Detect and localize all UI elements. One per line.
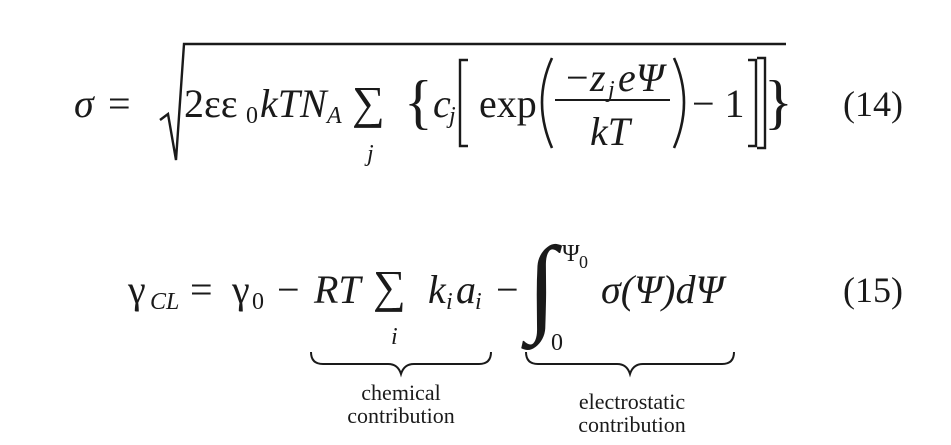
equals-sign: = bbox=[190, 267, 213, 312]
electrostatic-contribution-label: electrostatic contribution bbox=[566, 390, 698, 436]
upper-limit: Ψ bbox=[562, 241, 580, 267]
denominator-kt: kT bbox=[590, 109, 630, 154]
gamma-zero-subscript: 0 bbox=[252, 289, 264, 315]
sigma-symbol: σ bbox=[74, 81, 94, 126]
ktn-term: kTN bbox=[260, 81, 327, 126]
rt-term: RT bbox=[314, 267, 361, 312]
electrostatic-underbrace bbox=[525, 351, 735, 378]
chemical-label-line-1: chemical bbox=[361, 380, 441, 405]
integral-sign: ∫ bbox=[527, 226, 557, 345]
a-term: a bbox=[456, 267, 476, 312]
summation-index: j bbox=[367, 141, 374, 167]
summation-symbol: ∑ bbox=[352, 77, 385, 128]
a-subscript: i bbox=[475, 289, 482, 315]
minus-sign-2: − bbox=[496, 267, 519, 312]
negative-sign: − bbox=[566, 55, 589, 100]
epsilon-subscript: 0 bbox=[246, 103, 258, 129]
chemical-underbrace bbox=[310, 351, 492, 378]
electrostatic-label-line-2: contribution bbox=[578, 412, 686, 438]
equation-number-14: (14) bbox=[843, 84, 903, 124]
left-curly-brace: { bbox=[404, 69, 433, 135]
avogadro-subscript: A bbox=[327, 103, 342, 129]
chemical-label-line-2: contribution bbox=[347, 403, 455, 429]
equation-number-15: (15) bbox=[843, 270, 903, 310]
upper-limit-subscript: 0 bbox=[579, 252, 588, 272]
left-square-bracket bbox=[458, 58, 468, 148]
minus-sign: − bbox=[277, 267, 300, 312]
gamma-symbol: γ bbox=[128, 267, 146, 312]
electrostatic-label-line-1: electrostatic bbox=[578, 389, 686, 414]
right-square-bracket-outer bbox=[757, 56, 767, 150]
equals-sign: = bbox=[108, 81, 131, 126]
square-root-sign bbox=[159, 42, 786, 161]
z-term: z bbox=[590, 55, 606, 100]
right-square-bracket bbox=[748, 58, 758, 148]
minus-one: − 1 bbox=[692, 81, 745, 126]
right-curly-brace: } bbox=[764, 69, 793, 135]
exp-function: exp bbox=[479, 81, 537, 126]
z-subscript: j bbox=[608, 77, 615, 103]
summation-index: i bbox=[391, 324, 398, 350]
left-parenthesis bbox=[540, 57, 554, 149]
coefficient: 2εε bbox=[184, 81, 238, 126]
right-parenthesis bbox=[672, 57, 686, 149]
gamma-zero: γ bbox=[232, 267, 250, 312]
gamma-subscript: CL bbox=[150, 289, 180, 315]
chemical-contribution-label: chemical contribution bbox=[335, 381, 467, 427]
c-term: c bbox=[433, 81, 451, 126]
c-subscript: j bbox=[449, 103, 456, 129]
summation-symbol: ∑ bbox=[373, 261, 406, 312]
k-subscript: i bbox=[446, 289, 453, 315]
integrand: σ(Ψ)dΨ bbox=[601, 267, 724, 312]
e-psi-term: eΨ bbox=[618, 55, 664, 100]
lower-limit: 0 bbox=[551, 330, 563, 356]
k-term: k bbox=[428, 267, 446, 312]
